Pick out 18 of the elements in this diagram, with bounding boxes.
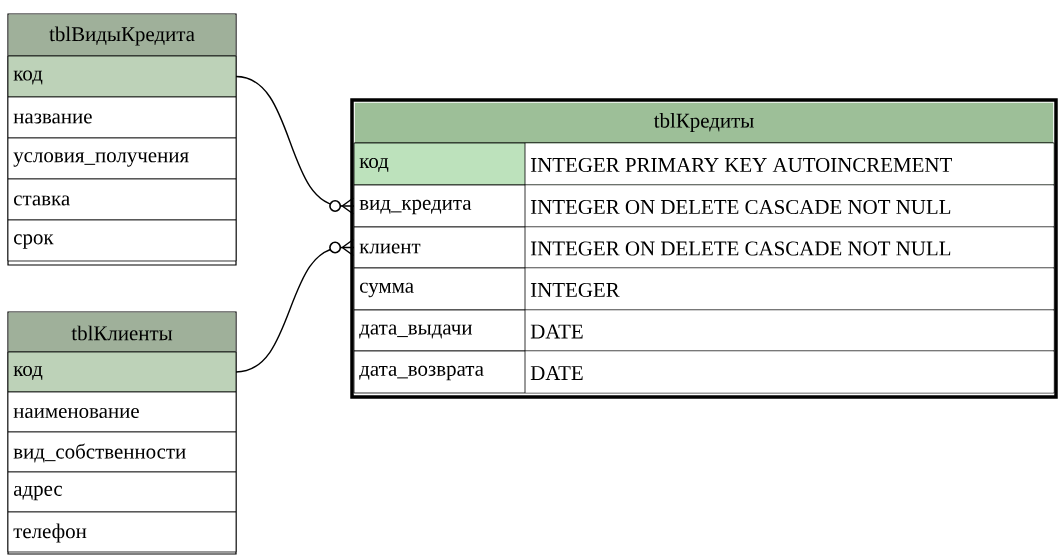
table-row: клиент INTEGER ON DELETE CASCADE NOT NULL: [353, 226, 1055, 269]
table-row: код INTEGER PRIMARY KEY AUTOINCREMENT: [353, 142, 1055, 186]
table-row: условия_получения: [7, 137, 237, 180]
relationship-line: [235, 238, 355, 373]
table-row: дата_выдачи DATE: [353, 309, 1055, 352]
table-row: название: [7, 96, 237, 139]
table-row: сумма INTEGER: [353, 267, 1055, 311]
table-row: наименование: [7, 391, 237, 433]
table-row: телефон: [7, 511, 237, 553]
table-row: дата_возврата DATE: [353, 350, 1055, 394]
table-row: код: [7, 55, 237, 98]
table-row: срок: [7, 219, 237, 262]
relationship-line: [235, 75, 355, 215]
table-row: вид_кредита INTEGER ON DELETE CASCADE NOT NULL: [353, 184, 1055, 228]
table-row: вид_собственности: [7, 431, 237, 473]
table-row: адрес: [7, 471, 237, 513]
table-row: ставка: [7, 178, 237, 221]
table-row: код: [7, 351, 237, 393]
